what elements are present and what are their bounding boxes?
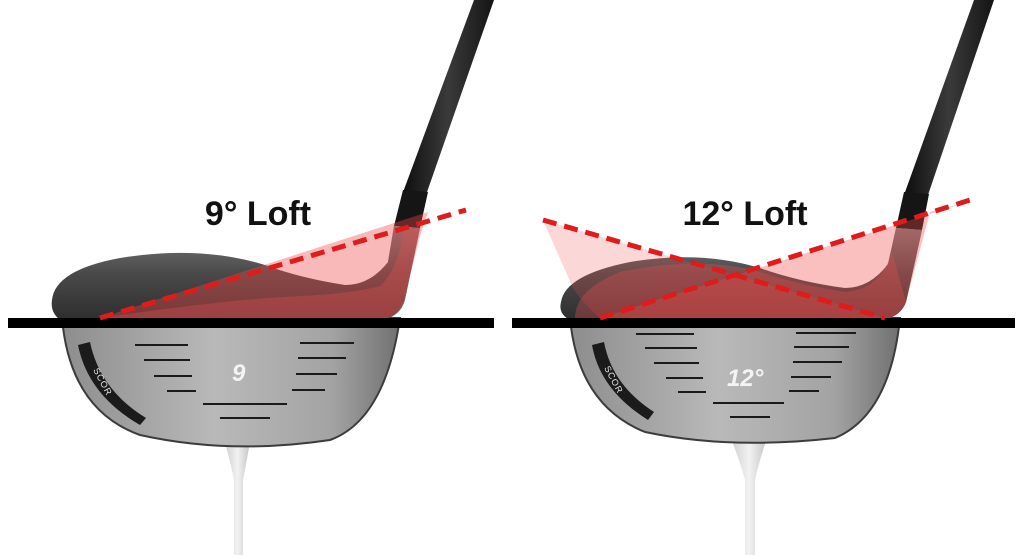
face-score-lines xyxy=(135,342,354,419)
club-crown xyxy=(560,228,922,320)
golf-tee-icon xyxy=(225,442,250,555)
hosel-ferrule xyxy=(394,190,428,228)
loft-line-dashed xyxy=(99,207,467,321)
panel-right-12-degree: SCOR 12° 12° Loft xyxy=(512,0,1015,555)
club-face xyxy=(60,317,402,448)
loft-body-tint xyxy=(100,228,420,320)
panel-left-9-degree: SCOR 9 9° Loft xyxy=(8,0,494,555)
ground-line xyxy=(8,318,494,328)
toe-band xyxy=(78,342,146,425)
loft-body-tint xyxy=(575,252,906,320)
golf-tee-icon xyxy=(731,438,767,555)
club-shaft xyxy=(904,0,994,195)
loft-line-dashed-crossing xyxy=(542,217,886,321)
panel-title: 9° Loft xyxy=(205,195,311,233)
panel-title: 12° Loft xyxy=(682,195,807,233)
club-shaft xyxy=(402,0,494,195)
face-loft-label: 12° xyxy=(727,365,764,392)
club-crown xyxy=(51,226,421,320)
face-loft-label: 9 xyxy=(232,360,246,387)
ground-line xyxy=(512,318,1015,328)
toe-band xyxy=(592,342,654,420)
face-score-lines xyxy=(636,332,856,418)
loft-angle-shade xyxy=(100,212,428,320)
